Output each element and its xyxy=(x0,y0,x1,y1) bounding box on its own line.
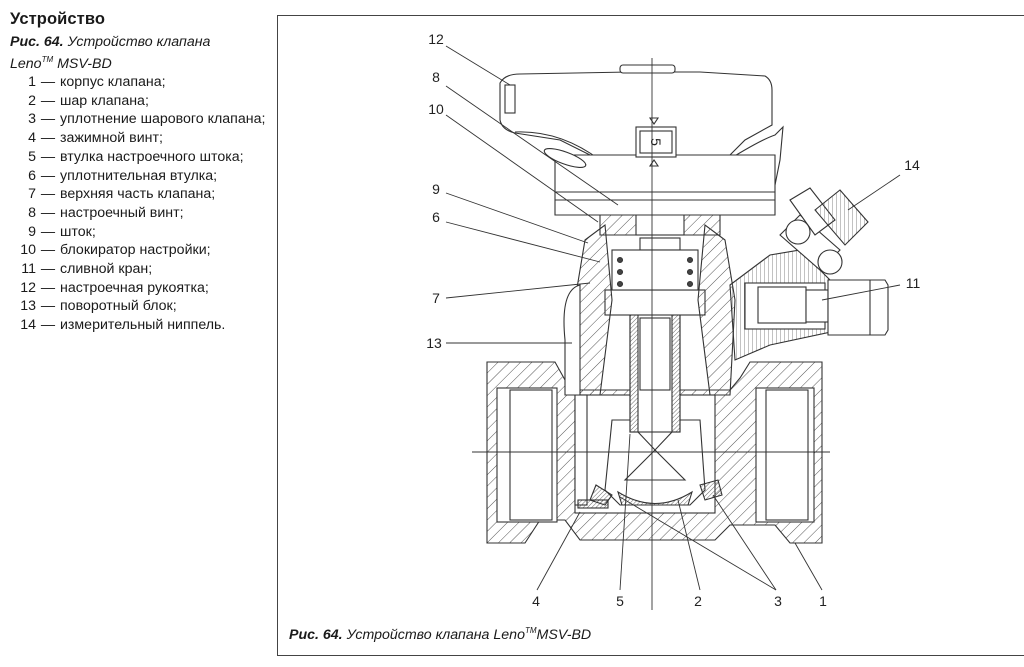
legend-text: поворотный блок; xyxy=(60,298,177,315)
product-name: Leno xyxy=(10,56,42,72)
legend-item: 13—поворотный блок; xyxy=(10,297,272,316)
callout-13: 13 xyxy=(426,335,442,351)
figure-frame xyxy=(277,15,1024,656)
legend-text: втулка настроечного штока; xyxy=(60,148,244,165)
legend-item: 6—уплотнительная втулка; xyxy=(10,167,272,186)
callout-2: 2 xyxy=(694,593,702,609)
callout-3: 3 xyxy=(774,593,782,609)
setting-handle xyxy=(499,64,784,216)
legend-dash: — xyxy=(40,261,56,278)
legend-dash: — xyxy=(40,186,56,203)
callout-11: 11 xyxy=(906,275,921,291)
legend-dash: — xyxy=(40,223,56,240)
callout-1: 1 xyxy=(819,593,827,609)
legend-dash: — xyxy=(40,130,56,147)
callout-12: 12 xyxy=(428,31,444,47)
callout-10: 10 xyxy=(428,101,444,117)
legend-dash: — xyxy=(40,74,56,90)
legend-number: 11 xyxy=(21,261,36,278)
legend-item: 7—верхняя часть клапана; xyxy=(10,185,272,204)
legend-item: 10—блокиратор настройки; xyxy=(10,241,272,260)
legend-text: настроечный винт; xyxy=(60,204,184,221)
callout-4: 4 xyxy=(532,593,540,609)
legend-item: 12—настроечная рукоятка; xyxy=(10,279,272,298)
callout-5: 5 xyxy=(616,593,624,609)
legend-text: блокиратор настройки; xyxy=(60,242,211,259)
legend-text: настроечная рукоятка; xyxy=(60,279,209,296)
trademark: TM xyxy=(41,55,54,64)
legend-dash: — xyxy=(40,317,56,334)
callout-14: 14 xyxy=(904,157,920,173)
legend-text: шар клапана; xyxy=(60,92,149,109)
setting-window-value: 5 xyxy=(648,138,664,146)
callout-7: 7 xyxy=(432,290,440,306)
legend-dash: — xyxy=(40,92,56,109)
spindle xyxy=(604,289,706,451)
section-heading: Устройство xyxy=(10,10,106,28)
legend-item: 1—корпус клапана; xyxy=(10,73,272,92)
legend-dash: — xyxy=(40,148,56,165)
callout-9: 9 xyxy=(432,181,440,197)
figure-trademark: TM xyxy=(524,626,537,635)
legend-text: измерительный ниппель. xyxy=(60,317,226,334)
legend-number: 10 xyxy=(20,242,36,259)
valve-drawing xyxy=(445,45,901,610)
legend-number: 1 xyxy=(28,74,36,90)
caption-text: Устройство клапана xyxy=(67,34,211,50)
legend-number: 9 xyxy=(28,223,36,240)
figure-caption-bottom: Рис. 64. Устройство клапана LenoTMMSV-BD xyxy=(289,626,591,643)
legend-number: 5 xyxy=(28,148,36,165)
figure-product-name: Leno xyxy=(493,627,525,643)
legend-item: 3—уплотнение шарового клапана; xyxy=(10,110,272,129)
legend-dash: — xyxy=(40,242,56,259)
legend-number: 13 xyxy=(20,298,36,315)
legend-number: 2 xyxy=(28,92,36,109)
legend-dash: — xyxy=(40,167,56,184)
parts-legend: 1—корпус клапана;2—шар клапана;3—уплотне… xyxy=(10,73,272,335)
legend-item: 2—шар клапана; xyxy=(10,92,272,111)
legend-number: 6 xyxy=(28,167,36,184)
legend-number: 4 xyxy=(28,130,36,147)
legend-number: 7 xyxy=(28,186,36,203)
measuring-nipple xyxy=(779,187,869,275)
legend-number: 3 xyxy=(28,111,36,128)
legend-text: зажимной винт; xyxy=(60,130,163,147)
ball xyxy=(574,394,723,509)
legend-dash: — xyxy=(40,111,56,128)
legend-item: 11—сливной кран; xyxy=(10,260,272,279)
figure-product-model: MSV-BD xyxy=(536,627,592,643)
figure-caption-prefix: Рис. 64. xyxy=(289,627,343,643)
legend-text: верхняя часть клапана; xyxy=(60,186,216,203)
legend-item: 8—настроечный винт; xyxy=(10,204,272,223)
drain-cock xyxy=(744,279,889,336)
legend-number: 14 xyxy=(20,317,36,334)
legend-dash: — xyxy=(40,204,56,221)
legend-number: 8 xyxy=(28,204,36,221)
legend-text: шток; xyxy=(60,223,96,240)
callout-labels: 12 8 10 9 6 7 13 14 11 4 5 2 3 1 xyxy=(426,31,920,609)
legend-item: 14—измерительный ниппель. xyxy=(10,316,272,335)
legend-item: 5—втулка настроечного штока; xyxy=(10,148,272,167)
legend-item: 9—шток; xyxy=(10,223,272,242)
callout-8: 8 xyxy=(432,69,440,85)
figure-caption-text: Устройство клапана xyxy=(346,627,490,643)
legend-text: корпус клапана; xyxy=(60,74,166,90)
caption-prefix: Рис. 64. xyxy=(10,34,64,50)
product-model: MSV-BD xyxy=(57,56,112,72)
description-column: Устройство Рис. 64. Устройство клапана L… xyxy=(10,10,272,335)
callout-leaders xyxy=(445,45,901,591)
legend-text: уплотнительная втулка; xyxy=(60,167,218,184)
legend-number: 12 xyxy=(20,279,36,296)
legend-text: сливной кран; xyxy=(60,261,153,278)
figure-caption-left: Рис. 64. Устройство клапана LenoTM MSV-B… xyxy=(10,33,272,73)
legend-item: 4—зажимной винт; xyxy=(10,129,272,148)
legend-text: уплотнение шарового клапана; xyxy=(60,111,266,128)
callout-6: 6 xyxy=(432,209,440,225)
legend-dash: — xyxy=(40,298,56,315)
legend-dash: — xyxy=(40,279,56,296)
